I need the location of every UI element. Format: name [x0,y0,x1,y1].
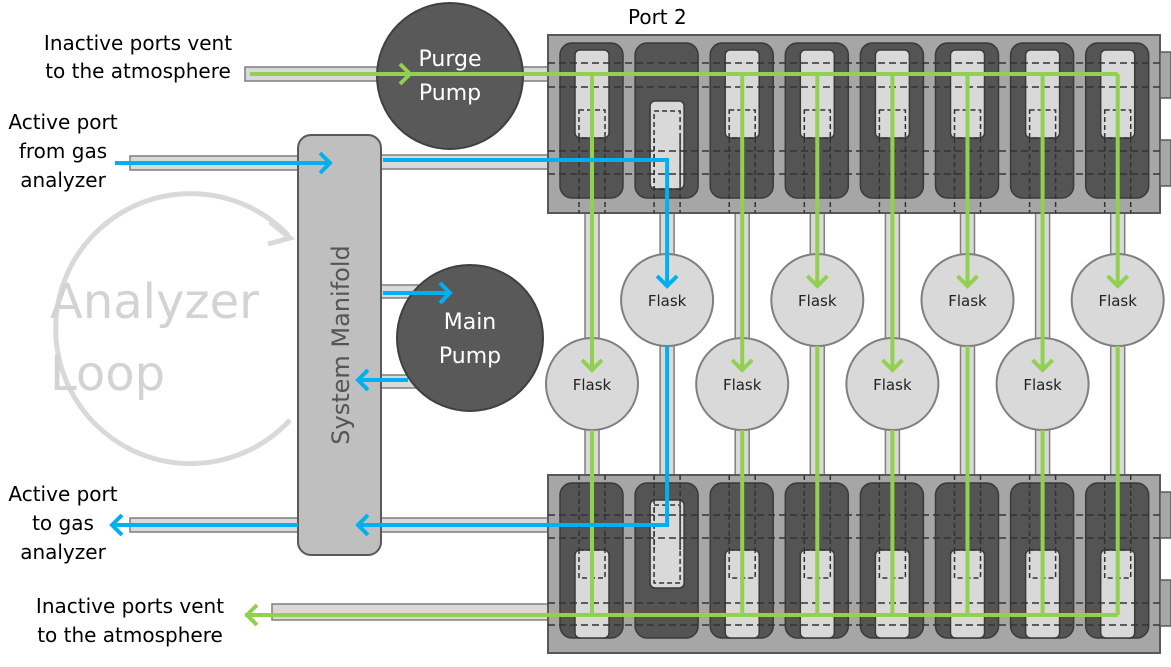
inactive-top-label-2: to the atmosphere [45,59,231,83]
active-from-label-1: Active port [8,110,117,134]
arrow-icon [355,368,370,392]
flask-label: Flask [723,376,762,394]
arrow-icon [1106,274,1130,289]
active-to-flask-line [383,158,670,286]
arrow-icon [1031,358,1055,373]
arrow-icon [109,513,124,537]
inactive-top-label-1: Inactive ports vent [44,31,232,55]
purge-pump-label-1: Purge [419,47,482,72]
arrow-icon [805,274,829,289]
inactive-flow-lines [244,62,1130,627]
active-from-label-3: analyzer [20,168,106,192]
flask-label: Flask [798,292,837,310]
active-return-line [358,346,670,527]
flask-label: Flask [1023,376,1062,394]
bottom-port-manifold [547,474,1171,654]
main-pump-label-2: Pump [439,344,501,369]
analyzer-loop-label-1: Analyzer [50,274,259,330]
analyzer-loop-label-2: Loop [50,346,165,402]
manifold-tab [1159,491,1171,539]
inactive-bottom-label-2: to the atmosphere [37,623,223,647]
arrow-icon [730,358,754,373]
manifold-tab [1159,139,1171,187]
flask-port-5: Flask [845,337,940,431]
flask-port-1: Flask [545,337,639,431]
active-to-label-2: to gas [32,511,94,535]
system-manifold-label: System Manifold [327,245,355,444]
inactive-bottom-label-1: Inactive ports vent [36,594,224,618]
system-manifold: System Manifold [297,134,382,556]
main-pump: Main Pump [396,264,544,412]
active-flow-lines [109,151,679,537]
flask-label: Flask [948,292,987,310]
active-from-label-2: from gas [19,139,107,163]
active-to-label-1: Active port [8,482,117,506]
flask-port-7: Flask [995,337,1090,431]
manifold-tab [1159,51,1171,99]
arrow-icon [580,358,604,373]
arrow-icon [956,274,979,289]
top-port-manifold [547,34,1171,214]
flask-label: Flask [573,376,612,394]
main-pump-label-1: Main [444,310,497,335]
analyzer-loop: Analyzer Loop [50,191,296,467]
manifold-tab [1159,579,1171,627]
flask-label: Flask [1098,292,1137,310]
arrow-icon [655,274,679,289]
flask-label: Flask [648,292,687,310]
flask-label: Flask [873,376,912,394]
arrow-icon [355,513,370,537]
port-2-label: Port 2 [628,5,687,29]
arrow-icon [244,603,259,627]
arrow-icon [438,281,453,305]
arrow-icon [398,62,413,86]
active-to-label-3: analyzer [20,540,106,564]
purge-pump-label-2: Pump [419,81,481,106]
arrow-icon [880,358,904,373]
arrow-icon [318,151,333,175]
